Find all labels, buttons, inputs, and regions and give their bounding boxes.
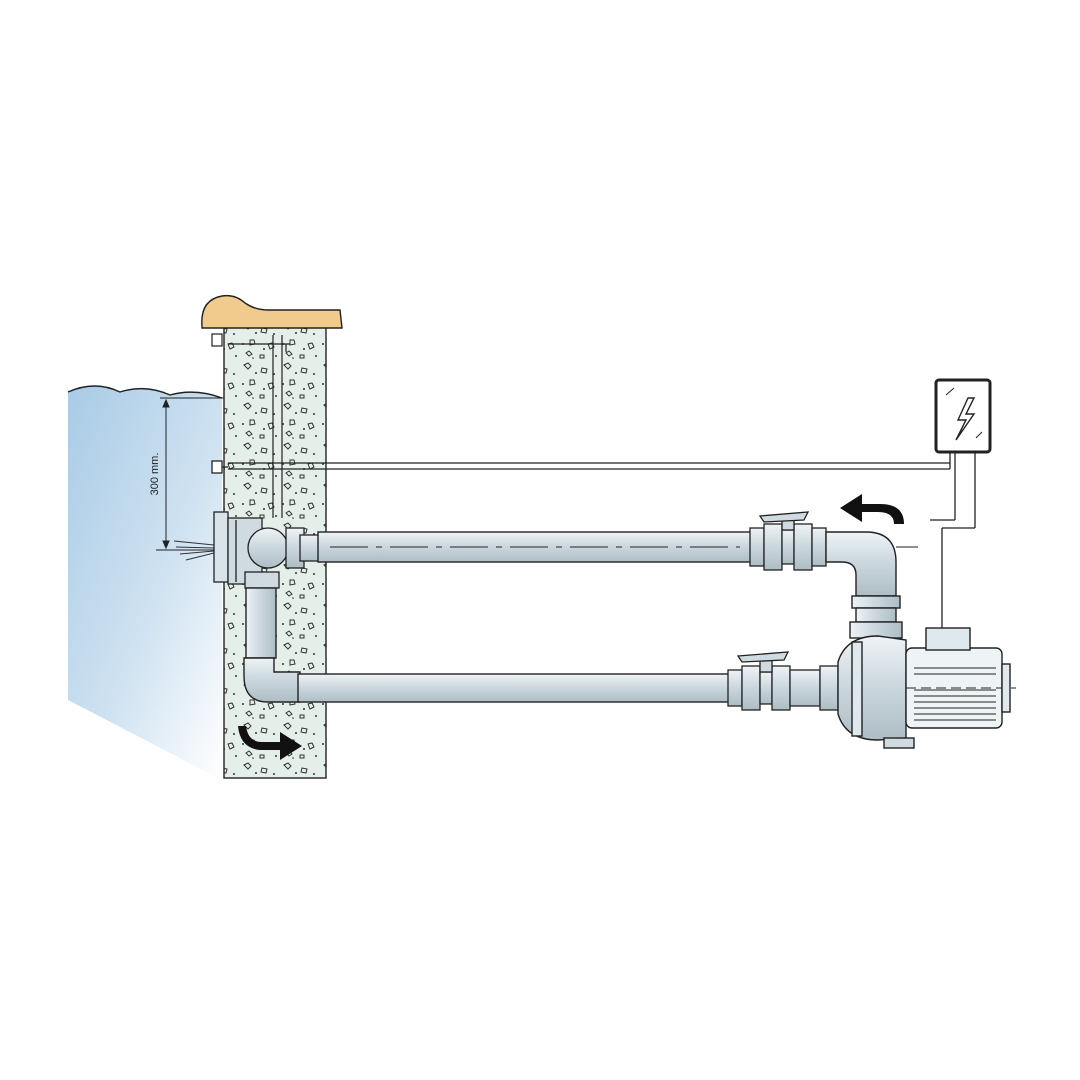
suction-flow-arrow [238, 726, 302, 760]
depth-dimension [156, 397, 224, 551]
electrical-control-box [934, 378, 992, 454]
pump [837, 627, 1016, 749]
return-valve [749, 511, 827, 571]
wall-conduit [211, 333, 290, 518]
pump-foot [883, 737, 915, 749]
terminal-box [925, 627, 971, 651]
pump-housing [837, 635, 907, 741]
lightning-icon [955, 397, 976, 441]
return-flow-arrow [840, 494, 904, 524]
water-surface-line [67, 385, 223, 399]
coping-stone [201, 294, 343, 329]
jet-nozzle-fitting [213, 511, 325, 589]
suction-valve-handle [736, 651, 790, 663]
depth-label: 300 mm. [149, 453, 161, 496]
electric-cable [211, 452, 976, 630]
suction-valve [727, 651, 839, 711]
motor-fins [914, 667, 996, 721]
return-pipe [317, 531, 755, 563]
upper-elbow [825, 531, 918, 639]
jet-spray [173, 540, 215, 561]
pool-water [68, 386, 222, 780]
suction-pipe [243, 587, 733, 703]
return-valve-handle [758, 511, 810, 523]
